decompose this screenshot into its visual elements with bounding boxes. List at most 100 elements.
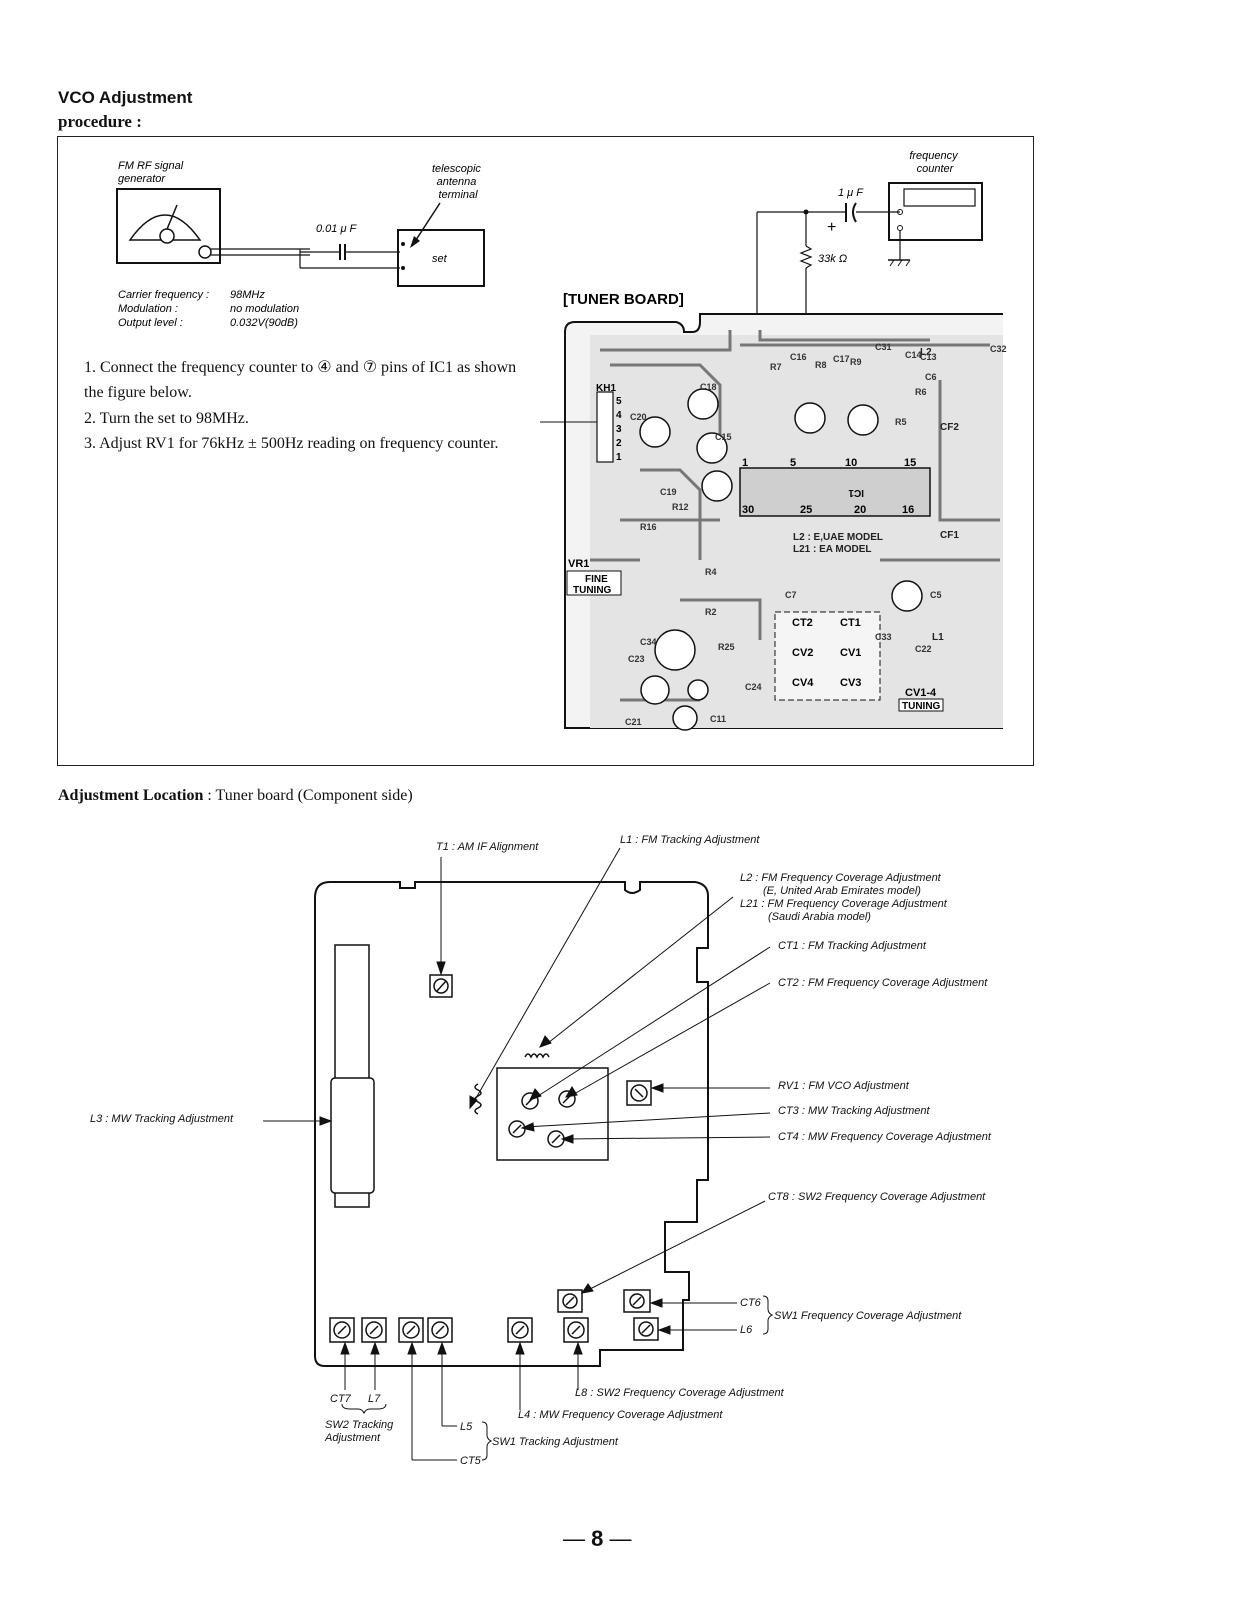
fine-tuning-line2: TUNING <box>573 585 612 596</box>
set-terminal-1 <box>401 242 405 246</box>
ct7-trimmer-slot <box>337 1325 347 1335</box>
generator-box <box>116 188 221 264</box>
t1-trimmer-slot <box>436 980 447 992</box>
kh1-pin-5: 5 <box>616 396 622 407</box>
capacitor-plus-sign: + <box>827 219 836 236</box>
callout-l2: L2 : FM Frequency Coverage Adjustment <box>740 872 942 884</box>
l8-trimmer-slot <box>571 1325 581 1335</box>
fine-tuning-label: FINE TUNING <box>573 574 612 596</box>
antenna-label-line1: telescopic <box>432 163 481 175</box>
antenna-label-line3: terminal <box>438 189 478 201</box>
l6-trimmer-slot <box>641 1324 651 1334</box>
board-outline <box>314 881 709 1367</box>
page-dash-right: — <box>609 1526 632 1551</box>
sw1-freq-brace <box>762 1295 774 1335</box>
ic-pin-25: 25 <box>800 504 812 516</box>
spec-value-modulation: no modulation <box>230 303 299 315</box>
antenna-arrowhead <box>410 236 420 248</box>
antenna-label-line2: antenna <box>437 176 477 188</box>
l7-trimmer-slot <box>369 1325 379 1335</box>
callout-ct8: CT8 : SW2 Frequency Coverage Adjustment <box>768 1191 986 1203</box>
model-note: L2 : E,UAE MODEL L21 : EA MODEL <box>793 532 886 555</box>
callout-sw2-tracking-line2: Adjustment <box>324 1432 381 1444</box>
board-resistor-label: R2 <box>705 607 717 617</box>
board-capacitor-label: C33 <box>875 632 892 642</box>
leader-lines <box>263 847 771 1461</box>
board-capacitor-label: C32 <box>990 344 1007 354</box>
board-cv14: CV1-4 <box>905 687 937 699</box>
model-note-line2: L21 : EA MODEL <box>793 544 872 555</box>
callout-l2-sub: (E, United Arab Emirates model) <box>763 885 921 897</box>
tuner-board-label: [TUNER BOARD] <box>563 291 684 308</box>
generator-label: FM RF signal generator <box>118 160 186 185</box>
set-terminal-2 <box>401 266 405 270</box>
kh1-pin-3: 3 <box>616 424 622 435</box>
board-capacitor-label: C19 <box>660 487 677 497</box>
antenna-label: telescopic antenna terminal <box>432 163 484 201</box>
adjustment-location-rest: : Tuner board (Component side) <box>203 787 413 804</box>
ic-pin-5: 5 <box>790 457 796 469</box>
callout-l5: L5 <box>460 1421 473 1433</box>
tuning-box <box>898 698 944 712</box>
callout-l3: L3 : MW Tracking Adjustment <box>90 1113 234 1125</box>
board-capacitor-label: C34 <box>640 637 657 647</box>
generator-label-line1: FM RF signal <box>118 160 184 172</box>
board-cv1: CV1 <box>840 647 861 659</box>
counter-input-2 <box>897 225 903 231</box>
ct3-trimmer-slot <box>512 1124 522 1134</box>
board-l1: L1 <box>932 632 944 643</box>
kh1-pin-1: 1 <box>616 452 622 463</box>
cap-plate2 <box>852 202 857 223</box>
board-resistor-label: R4 <box>705 567 717 577</box>
callout-l21-sub: (Saudi Arabia model) <box>768 911 871 923</box>
tuning-cap-block-outline <box>496 1067 609 1161</box>
callout-l1: L1 : FM Tracking Adjustment <box>620 834 760 846</box>
ic-pin-20: 20 <box>854 504 866 516</box>
ct8-trimmer-slot <box>565 1296 575 1306</box>
board-capacitor-label: C22 <box>915 644 932 654</box>
fine-tuning-line1: FINE <box>585 574 608 585</box>
ic-pin-labels: 1 5 10 15 30 25 20 16 <box>742 457 916 516</box>
ct7-l7-brace <box>341 1403 387 1415</box>
board-ct2: CT2 <box>792 617 813 629</box>
procedure-box <box>57 136 1034 766</box>
model-note-line1: L2 : E,UAE MODEL <box>793 532 883 543</box>
callout-l8: L8 : SW2 Frequency Coverage Adjustment <box>575 1387 785 1399</box>
board-cv3: CV3 <box>840 677 861 689</box>
step-2: 2. Turn the set to 98MHz. <box>84 410 249 427</box>
spec-value-output: 0.032V(90dB) <box>230 317 298 329</box>
board-resistor-label: R7 <box>770 362 782 372</box>
kh1-pin-2: 2 <box>616 438 622 449</box>
callout-sw2-tracking-line1: SW2 Tracking <box>325 1419 394 1431</box>
callout-ct5: CT5 <box>460 1455 482 1467</box>
set-box <box>397 229 485 287</box>
callout-ct1: CT1 : FM Tracking Adjustment <box>778 940 927 952</box>
page-number: — 8 — <box>563 1526 632 1552</box>
setup-diagram: FM RF signal generator 0.01 μ F set tele… <box>116 150 1007 731</box>
pcb-traces <box>590 330 1000 702</box>
ic-pin-15: 15 <box>904 457 916 469</box>
rv1-trimmer-slot <box>634 1088 644 1098</box>
ct6-trimmer-slot <box>632 1296 642 1306</box>
callout-rv1: RV1 : FM VCO Adjustment <box>778 1080 910 1092</box>
counter-label-line1: frequency <box>909 150 959 162</box>
generator-output-jack <box>198 245 212 259</box>
board-cf1: CF1 <box>940 530 959 541</box>
board-capacitor-label: C11 <box>710 714 726 724</box>
board-capacitor-label: C15 <box>715 432 732 442</box>
trimmer-icons <box>329 974 659 1343</box>
board-capacitor-label: C31 <box>875 342 892 352</box>
step-1: 1. Connect the frequency counter to ④ an… <box>84 359 517 401</box>
vr1-label: VR1 <box>568 558 589 570</box>
board-cf2: CF2 <box>940 422 959 433</box>
capacitor-large-label: 1 μ F <box>838 187 864 199</box>
ic-pin-10: 10 <box>845 457 857 469</box>
ct4-trimmer-slot <box>551 1134 561 1144</box>
kh1-pin-4: 4 <box>616 410 622 421</box>
callout-ct2: CT2 : FM Frequency Coverage Adjustment <box>778 977 988 989</box>
board-resistor-label: R12 <box>672 502 689 512</box>
board-capacitor-label: C21 <box>625 717 642 727</box>
board-capacitor-label: C18 <box>700 382 717 392</box>
